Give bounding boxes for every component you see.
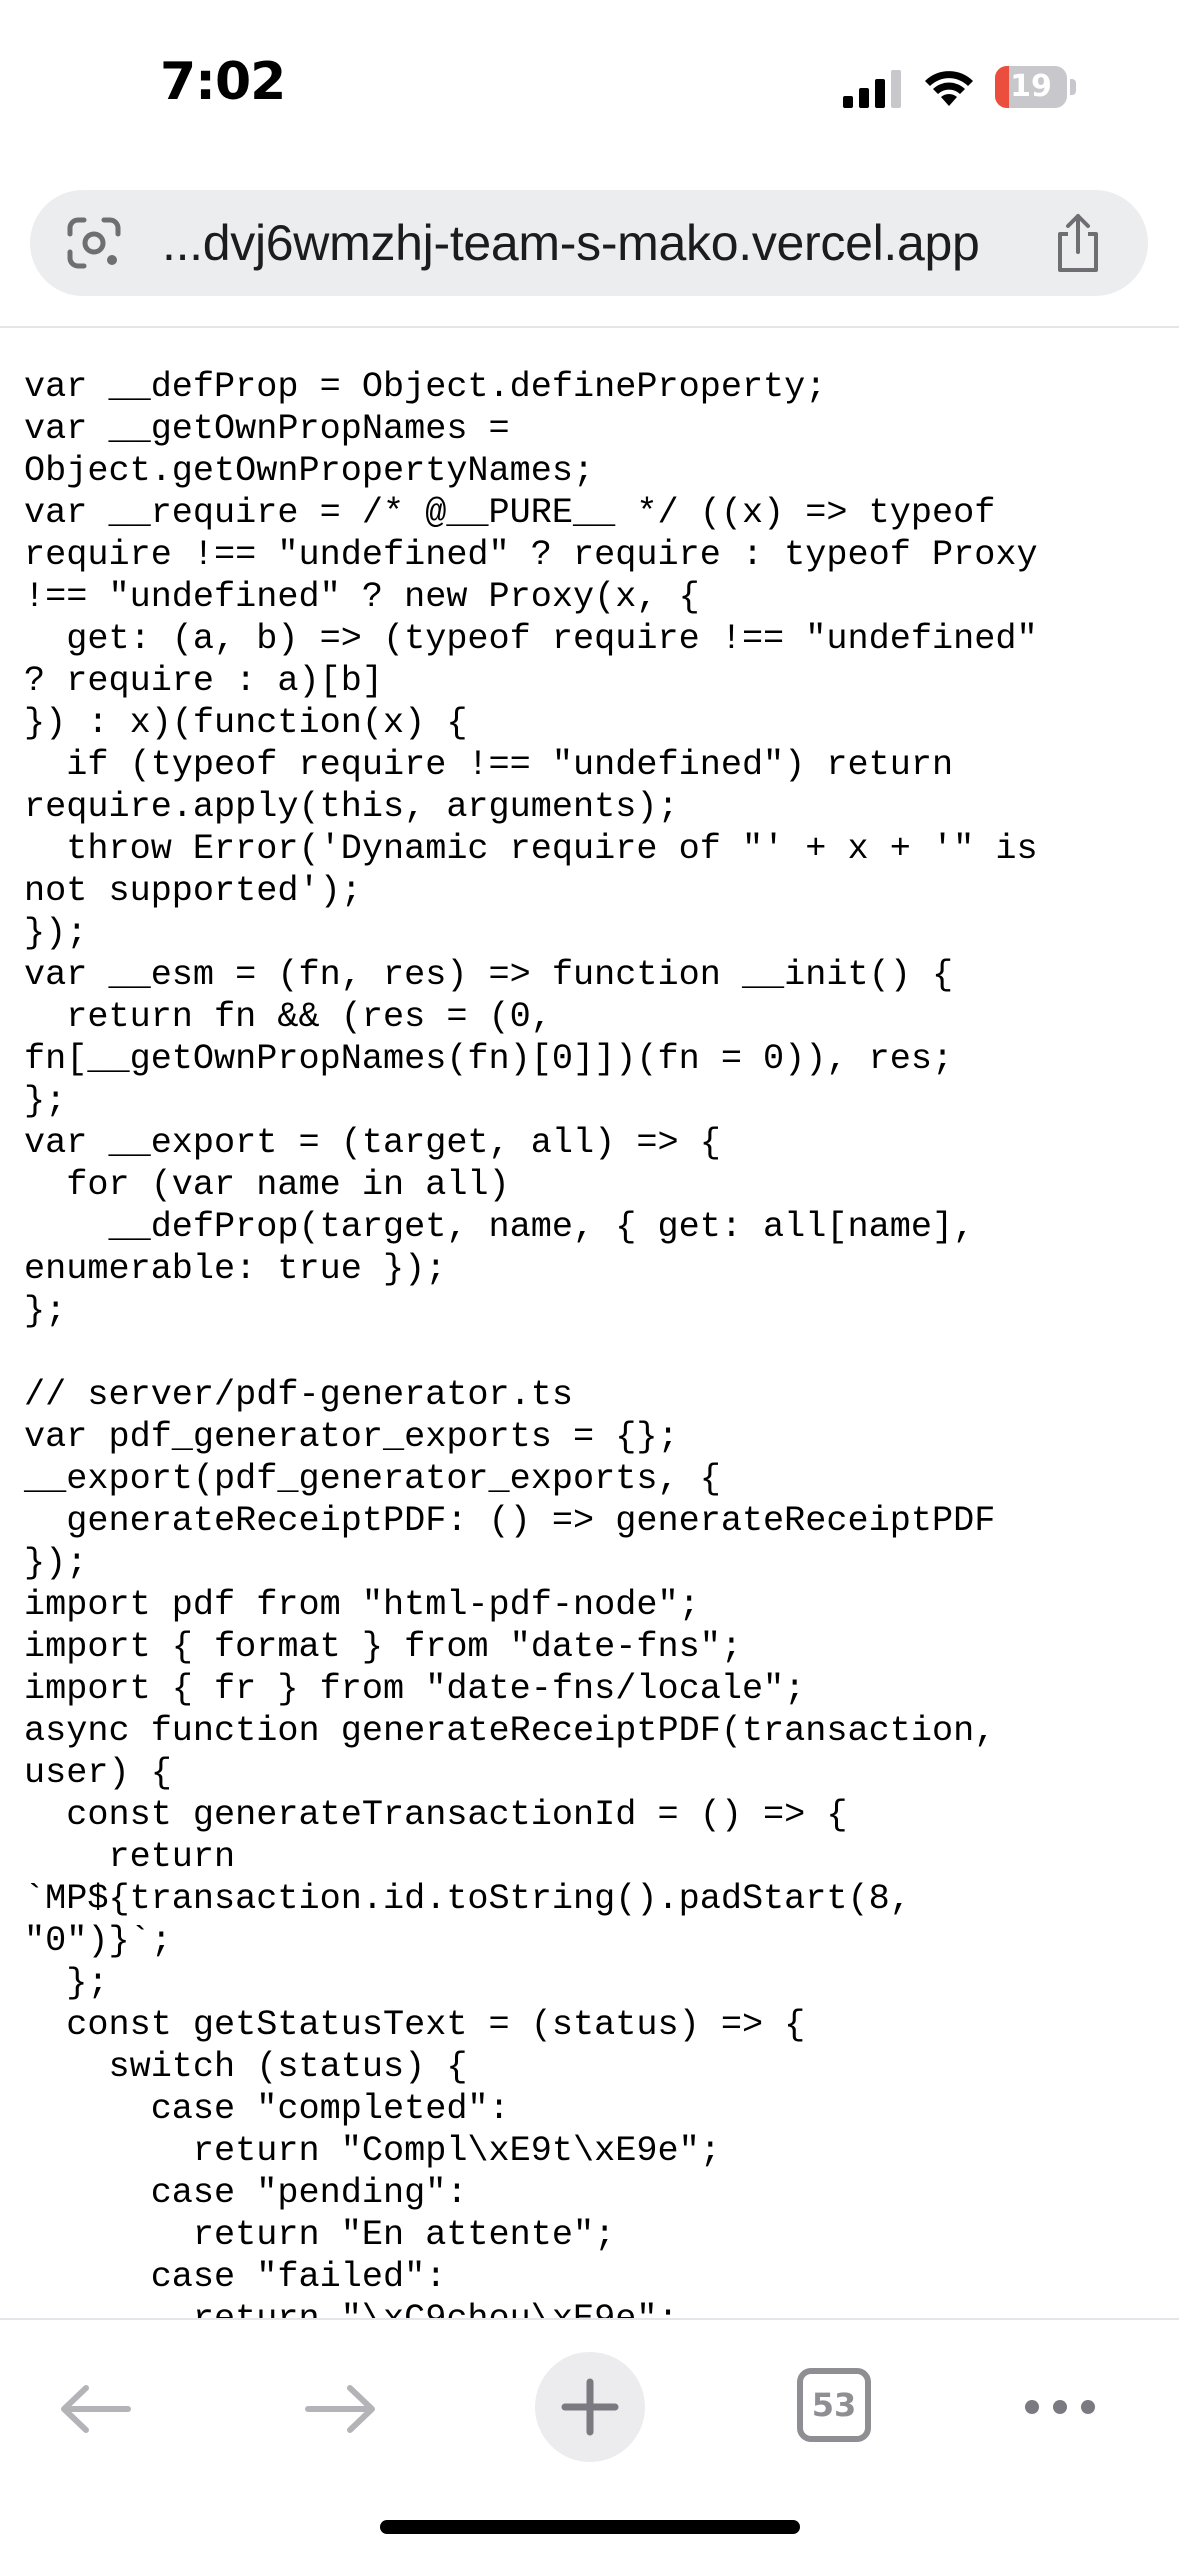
battery-body: 19 (995, 66, 1067, 108)
battery-level: 19 (1010, 69, 1052, 104)
url-text[interactable]: ...dvj6wmzhj-team-s-mako.vercel.app (162, 215, 980, 271)
forward-arrow-icon[interactable] (290, 2364, 390, 2454)
share-icon[interactable] (1050, 212, 1106, 274)
plus-icon (561, 2378, 619, 2436)
status-bar: 7:02 19 (0, 0, 1179, 170)
battery-tip (1070, 79, 1076, 95)
new-tab-button[interactable] (535, 2352, 645, 2462)
back-arrow-icon[interactable] (46, 2364, 146, 2454)
bottom-toolbar: 53 (0, 2318, 1179, 2556)
tabs-icon[interactable]: 53 (797, 2368, 871, 2442)
code-text: var __defProp = Object.defineProperty; v… (24, 367, 1038, 2318)
more-icon[interactable] (1020, 2382, 1100, 2432)
battery-icon: 19 (995, 66, 1077, 108)
signal-icon (843, 70, 901, 108)
wifi-icon (925, 71, 973, 106)
address-bar[interactable]: ...dvj6wmzhj-team-s-mako.vercel.app (30, 190, 1148, 296)
toolbar-divider (0, 326, 1179, 328)
home-indicator (380, 2520, 800, 2534)
google-lens-icon[interactable] (64, 214, 124, 272)
status-time: 7:02 (160, 52, 286, 112)
battery-fill (995, 66, 1009, 108)
page-content[interactable]: var __defProp = Object.defineProperty; v… (0, 328, 1179, 2318)
